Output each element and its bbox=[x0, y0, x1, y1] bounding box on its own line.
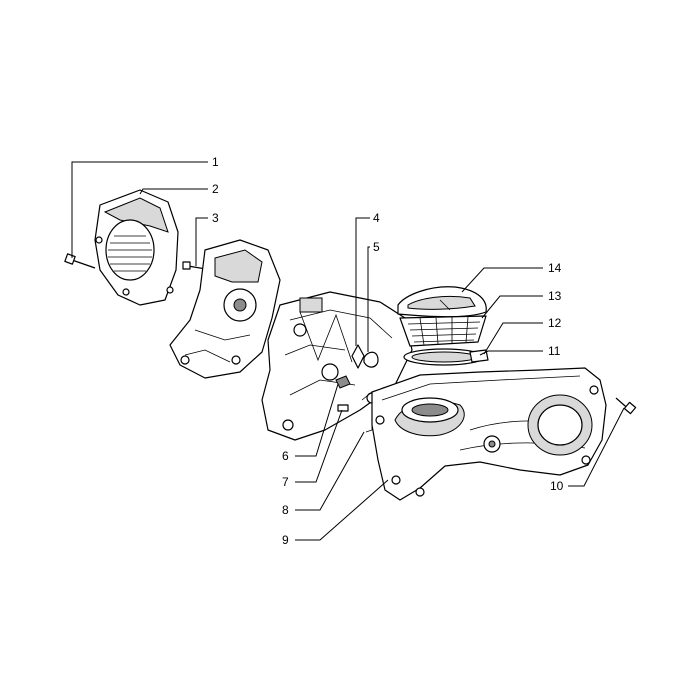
part-2-fan-cover bbox=[94, 189, 179, 306]
filter-mesh bbox=[407, 316, 481, 346]
fan-cover-grille bbox=[108, 235, 152, 272]
part-5-fitting bbox=[363, 351, 379, 368]
callout-11: 11 bbox=[548, 344, 561, 358]
callout-8: 8 bbox=[282, 503, 289, 517]
part-4-clip bbox=[351, 344, 365, 369]
callout-3: 3 bbox=[212, 211, 219, 225]
callout-9: 9 bbox=[282, 533, 289, 547]
callout-7: 7 bbox=[282, 475, 289, 489]
cylinder-head-assembly bbox=[169, 239, 281, 379]
callout-1: 1 bbox=[212, 155, 219, 169]
part-8-cover-gasket bbox=[361, 391, 373, 433]
part-10-screw bbox=[615, 397, 637, 415]
callout-labels: 1 2 3 4 5 14 13 12 11 6 7 8 9 10 bbox=[212, 155, 564, 547]
part-13-filter-element bbox=[399, 315, 487, 347]
part-9-transmission-cover bbox=[371, 367, 607, 501]
callout-6: 6 bbox=[282, 449, 289, 463]
callout-13: 13 bbox=[548, 289, 562, 303]
callout-12: 12 bbox=[548, 316, 562, 330]
part-1-screw bbox=[64, 253, 96, 269]
callout-2: 2 bbox=[212, 182, 219, 196]
part-7-dowel bbox=[337, 404, 349, 412]
callout-4: 4 bbox=[373, 211, 380, 225]
callout-14: 14 bbox=[548, 261, 562, 275]
leader-lines bbox=[71, 161, 625, 541]
callout-5: 5 bbox=[373, 240, 380, 254]
crankcase bbox=[261, 291, 413, 441]
part-12-gasket-ring bbox=[403, 348, 485, 366]
part-14-air-filter-cover bbox=[397, 286, 487, 318]
callout-10: 10 bbox=[550, 479, 564, 493]
part-6-plug bbox=[335, 375, 351, 389]
